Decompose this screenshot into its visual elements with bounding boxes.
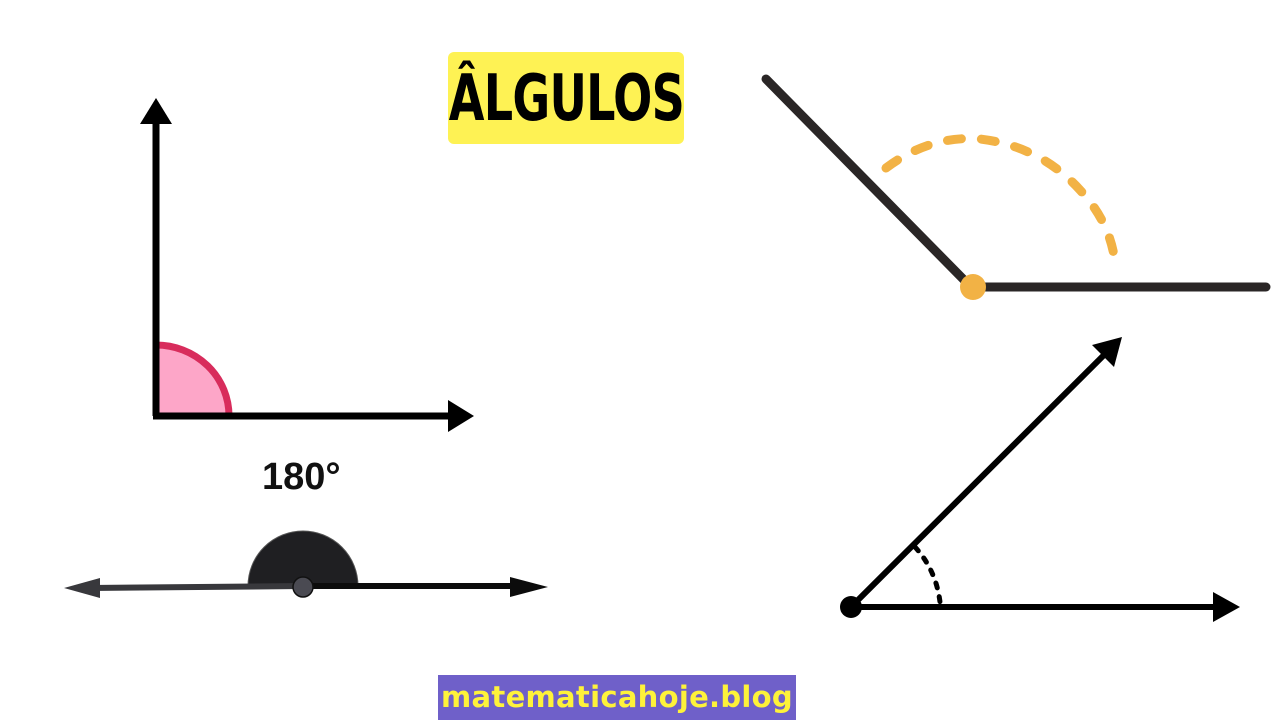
site-url: matematicahoje.blog bbox=[441, 680, 793, 714]
acute-vertex-dot bbox=[840, 596, 862, 618]
straight-angle-diagram bbox=[64, 530, 548, 598]
obtuse-slanted-ray bbox=[761, 74, 975, 291]
vertex-dot bbox=[292, 576, 314, 598]
right-angle-fill bbox=[156, 345, 229, 416]
acute-slanted-ray bbox=[848, 352, 1107, 610]
acute-angle-diagram bbox=[840, 337, 1240, 622]
title-banner: ÂLGULOS bbox=[448, 52, 684, 144]
obtuse-dashed-arc bbox=[881, 134, 1120, 267]
up-arrow-head-icon bbox=[140, 98, 172, 124]
right-arrow-head-icon bbox=[448, 400, 474, 432]
straight-angle-semicircle bbox=[247, 530, 359, 587]
right-angle-diagram bbox=[140, 98, 474, 432]
acute-dotted-arc bbox=[912, 544, 943, 605]
straight-angle-label: 180° bbox=[262, 456, 341, 498]
obtuse-vertex-dot bbox=[960, 274, 986, 300]
obtuse-angle-diagram bbox=[761, 74, 1271, 300]
left-ray bbox=[89, 583, 304, 591]
left-arrow-head-icon bbox=[64, 578, 100, 598]
diagonal-arrow-head-icon bbox=[1092, 337, 1122, 367]
right-arrow-head-icon bbox=[1213, 592, 1240, 622]
page-title: ÂLGULOS bbox=[448, 62, 684, 136]
right-arrow-head-icon bbox=[510, 577, 548, 597]
footer-banner: matematicahoje.blog bbox=[438, 675, 796, 720]
right-angle-arc bbox=[155, 341, 233, 417]
